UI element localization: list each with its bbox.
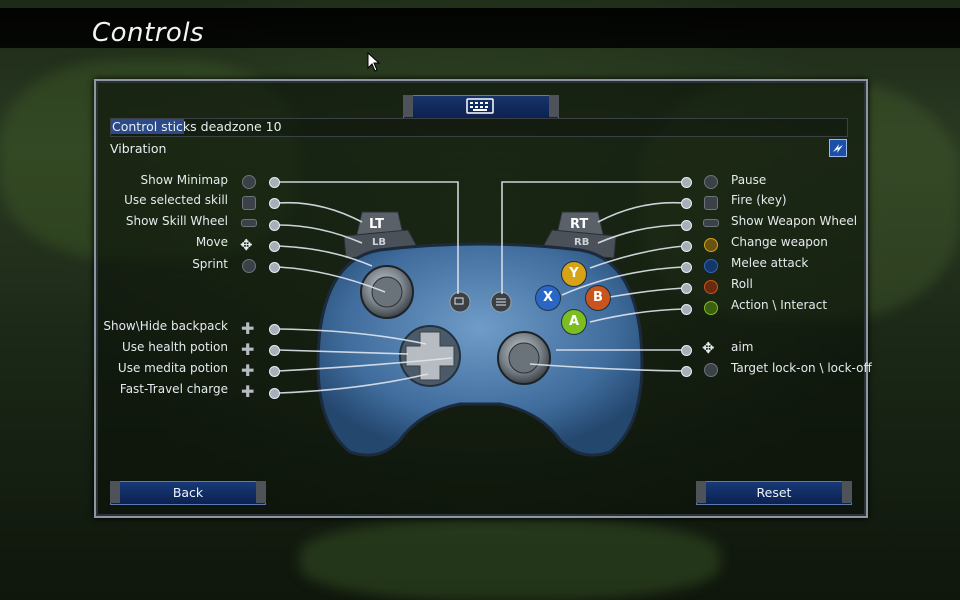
binding-label: Fast-Travel charge [119,382,228,396]
a-button: A [562,310,586,334]
binding-label: Show Weapon Wheel [731,214,858,228]
binding-label: Move [195,235,228,249]
deadzone-setting[interactable]: Control sticks deadzone 10 [110,118,848,137]
binding-dot[interactable] [269,262,280,273]
binding-label: Melee attack [731,256,809,270]
vibration-setting[interactable]: Vibration [110,141,846,158]
binding-dot[interactable] [681,345,692,356]
binding-label: Use health potion [122,340,228,354]
rt-label: RT [570,217,588,232]
binding-label: Sprint [192,257,228,271]
binding-dot[interactable] [269,388,280,399]
binding-dot[interactable] [681,366,692,377]
binding-dot[interactable] [269,241,280,252]
binding-label: Use medita potion [117,361,228,375]
binding-dot[interactable] [269,198,280,209]
reset-button-label: Reset [756,485,792,500]
binding-dot[interactable] [681,304,692,315]
binding-dot[interactable] [681,177,692,188]
lb-bumper-icon [241,219,257,227]
background-ground [300,520,720,600]
back-button-label: Back [172,485,204,500]
rs-click-icon [704,363,718,377]
vibration-label: Vibration [110,141,167,156]
deadzone-label: Control sticks deadzone [112,119,262,134]
dpad-right-icon: ✚ [241,361,255,380]
vibration-toggle[interactable] [829,139,847,157]
dpad-down-icon: ✚ [241,382,255,401]
binding-dot[interactable] [681,283,692,294]
page-title: Controls [92,18,205,48]
minimap-icon [242,175,256,189]
keyboard-icon [466,97,494,119]
dpad-left-icon: ✚ [241,340,255,359]
menu-button-icon [704,175,718,189]
b-button: B [586,286,610,310]
title-bar [0,8,960,48]
b-button-icon [704,280,718,294]
back-button[interactable]: Back [110,481,266,505]
binding-dot[interactable] [681,220,692,231]
a-button-icon [704,301,718,315]
binding-label: Show\Hide backpack [103,319,228,333]
x-button-icon [704,259,718,273]
binding-label: Change weapon [731,235,828,249]
left-stick-icon: ✥ [240,236,253,254]
selection-highlight [111,119,184,134]
binding-label: Target lock-on \ lock-off [731,361,872,375]
binding-label: Show Minimap [140,173,228,187]
binding-dot[interactable] [269,220,280,231]
binding-label: Pause [731,173,767,187]
binding-label: Show Skill Wheel [125,214,228,228]
ls-click-icon [242,259,256,273]
right-stick-icon: ✥ [702,339,715,357]
binding-label: Roll [731,277,753,291]
lt-label: LT [369,217,384,232]
x-button: X [536,286,560,310]
binding-dot[interactable] [269,345,280,356]
y-button: Y [562,262,586,286]
binding-dot[interactable] [269,366,280,377]
binding-label: aim [731,340,754,354]
rb-label: RB [574,237,589,248]
lightning-icon [833,144,843,153]
binding-label: Use selected skill [124,193,228,207]
rb-bumper-icon [703,219,719,227]
dpad [405,331,455,381]
binding-dot[interactable] [681,262,692,273]
rt-trigger-icon [704,196,718,210]
binding-label: Action \ Interact [731,298,828,312]
binding-label: Fire (key) [731,193,787,207]
dpad-up-icon: ✚ [241,319,255,338]
deadzone-value: 10 [265,119,282,134]
binding-dot[interactable] [681,241,692,252]
binding-dot[interactable] [269,177,280,188]
reset-button[interactable]: Reset [696,481,852,505]
binding-dot[interactable] [681,198,692,209]
lt-trigger-icon [242,196,256,210]
binding-dot[interactable] [269,324,280,335]
view-button [449,291,471,313]
lb-label: LB [372,237,386,248]
y-button-icon [704,238,718,252]
